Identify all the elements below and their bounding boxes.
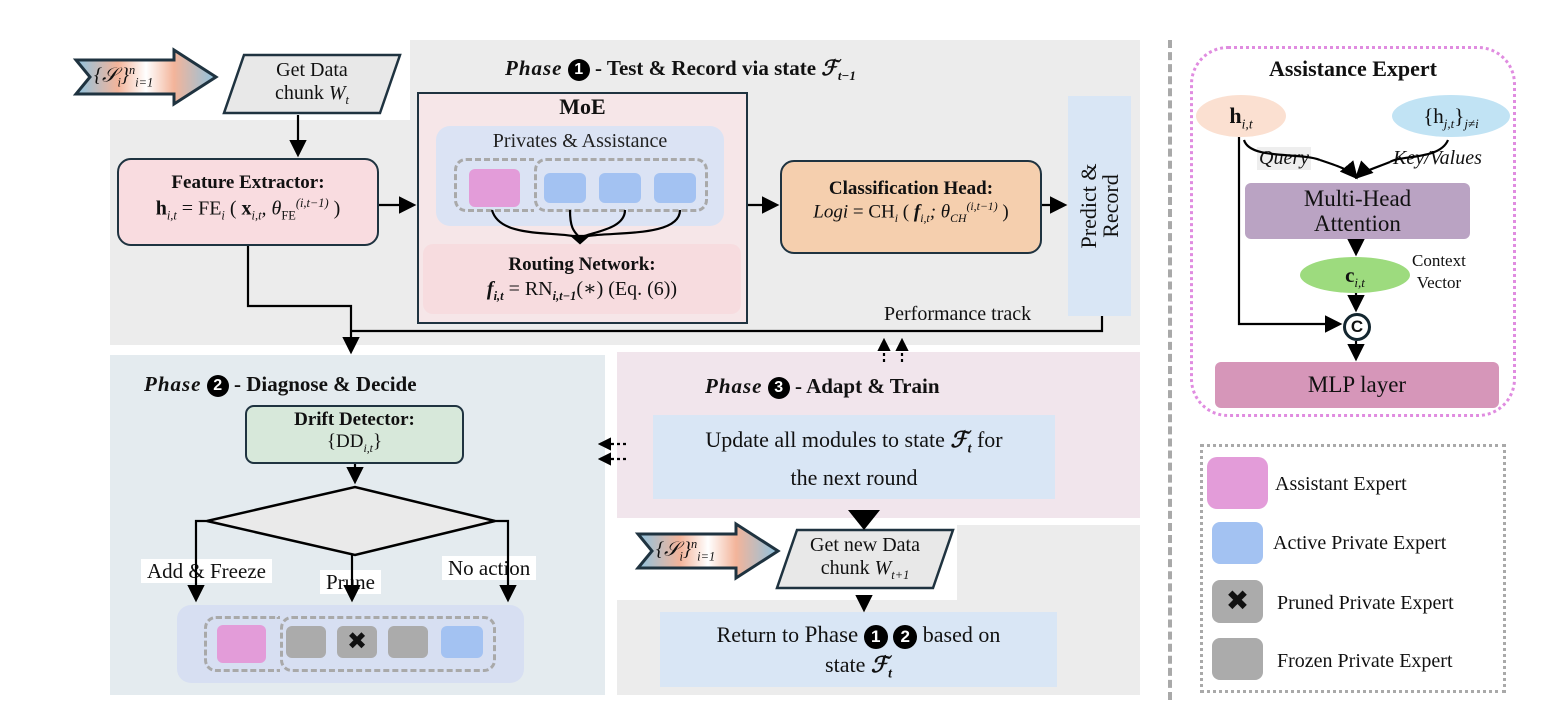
branch-no-action: No action bbox=[442, 556, 537, 580]
private-expert-active bbox=[654, 173, 696, 203]
phase2-badge: 2 bbox=[206, 375, 229, 398]
phase1-title: Phase 1 - Test & Record via state ℱt−1 bbox=[505, 56, 856, 84]
classification-head-title: Classification Head: bbox=[828, 178, 994, 199]
update-modules-box: Update all modules to state ℱt for the n… bbox=[653, 415, 1055, 499]
return-line2: state ℱt bbox=[825, 652, 892, 681]
concat-icon: C bbox=[1343, 313, 1371, 341]
private-expert-frozen bbox=[286, 626, 326, 658]
mha-line1: Multi-Head bbox=[1303, 186, 1412, 211]
experts-panel: Privates & Assistance bbox=[436, 126, 724, 226]
panel-divider bbox=[1168, 40, 1172, 700]
update-line1: Update all modules to state ℱt for bbox=[705, 427, 1003, 456]
predict-record-panel: Predict & Record bbox=[1068, 96, 1131, 316]
data-source-arrow-2: {𝒮i}ni=1 bbox=[634, 521, 782, 581]
phase2-title: Phase 2 - Diagnose & Decide bbox=[144, 372, 417, 398]
private-expert-active bbox=[599, 173, 641, 203]
performance-track-label: Performance track bbox=[884, 303, 1032, 325]
get-data-line2: chunk Wt bbox=[274, 82, 349, 107]
classification-head-formula: Logi = CHi ( fi,t; θCH(i,t−1) ) bbox=[813, 200, 1009, 226]
private-expert-frozen bbox=[388, 626, 428, 658]
assistant-expert bbox=[469, 169, 520, 207]
get-new-data-node: Get new Data chunk Wt+1 bbox=[775, 528, 955, 590]
get-new-data-line1: Get new Data bbox=[810, 534, 920, 556]
frozen-private-expert-swatch bbox=[1212, 638, 1263, 680]
query-label: Query bbox=[1257, 147, 1311, 170]
drift-detector-box: Drift Detector: {DDi,t} bbox=[245, 405, 464, 464]
mlp-layer-box: MLP layer bbox=[1215, 362, 1499, 408]
pruned-x-icon: ✖ bbox=[346, 629, 368, 655]
drift-detector-formula: {DDi,t} bbox=[326, 431, 383, 455]
key-value-node: {hj,t}j≠i bbox=[1392, 95, 1510, 137]
phase3-badge: 3 bbox=[767, 377, 790, 400]
phase2-experts-panel: ✖ bbox=[177, 605, 524, 683]
key-values-label: Key/Values bbox=[1393, 147, 1482, 169]
source-label: {𝒮i}ni=1 bbox=[94, 63, 154, 90]
feature-extractor-box: Feature Extractor: hi,t = FEi ( xi,t, θF… bbox=[117, 158, 379, 246]
feature-extractor-title: Feature Extractor: bbox=[171, 172, 325, 193]
aet-decision-label: AETi, t bbox=[322, 509, 379, 537]
active-private-expert-swatch bbox=[1212, 522, 1263, 564]
moe-title: MoE bbox=[559, 94, 606, 119]
moe-box: MoE Privates & Assistance Routing Networ… bbox=[417, 92, 748, 324]
branch-prune: Prune bbox=[320, 570, 381, 594]
routing-title: Routing Network: bbox=[508, 254, 656, 275]
phase1-badge: 1 bbox=[567, 59, 590, 82]
routing-formula: fi,t = RNi,t−1(∗) (Eq. (6)) bbox=[486, 278, 678, 303]
assistant-expert bbox=[217, 625, 266, 663]
feature-extractor-formula: hi,t = FEi ( xi,t, θFE(i,t−1) ) bbox=[155, 196, 341, 223]
assistance-expert-panel bbox=[1190, 46, 1516, 417]
get-new-data-line2: chunk Wt+1 bbox=[820, 557, 910, 582]
predict-record-line2: Record bbox=[1098, 174, 1123, 238]
drift-detector-title: Drift Detector: bbox=[294, 409, 415, 430]
return-box: Return to Phase 1 2 based on state ℱt bbox=[660, 612, 1057, 687]
multi-head-attention-box: Multi-Head Attention bbox=[1245, 183, 1470, 239]
return-line1: Return to Phase 1 2 based on bbox=[716, 622, 1001, 649]
source-label-2: {𝒮i}ni=1 bbox=[656, 537, 716, 564]
classification-head-box: Classification Head: Logi = CHi ( fi,t; … bbox=[780, 160, 1042, 254]
legend bbox=[1200, 444, 1506, 693]
experts-panel-label: Privates & Assistance bbox=[492, 130, 668, 152]
private-expert-active bbox=[441, 626, 483, 658]
mha-line2: Attention bbox=[1314, 211, 1401, 236]
private-expert-pruned: ✖ bbox=[337, 626, 377, 658]
query-node: hi,t bbox=[1196, 95, 1286, 137]
assistant-expert-swatch bbox=[1207, 457, 1268, 509]
context-vector-label: Context Vector bbox=[1412, 251, 1466, 292]
data-source-arrow: {𝒮i}ni=1 bbox=[72, 47, 220, 107]
get-data-node: Get Data chunk Wt bbox=[222, 53, 402, 115]
phase3-title: Phase 3 - Adapt & Train bbox=[705, 374, 940, 400]
private-expert-active bbox=[544, 173, 586, 203]
update-line2: the next round bbox=[790, 465, 918, 491]
assistance-expert-title: Assistance Expert bbox=[1268, 56, 1438, 81]
get-data-line1: Get Data bbox=[276, 59, 348, 81]
context-vector-node: ci,t bbox=[1300, 257, 1410, 293]
routing-network: Routing Network: fi,t = RNi,t−1(∗) (Eq. … bbox=[423, 244, 741, 314]
branch-add-freeze: Add & Freeze bbox=[141, 559, 272, 583]
pruned-private-expert-swatch: ✖ bbox=[1212, 580, 1263, 623]
predict-record-line1: Predict & bbox=[1076, 163, 1101, 249]
